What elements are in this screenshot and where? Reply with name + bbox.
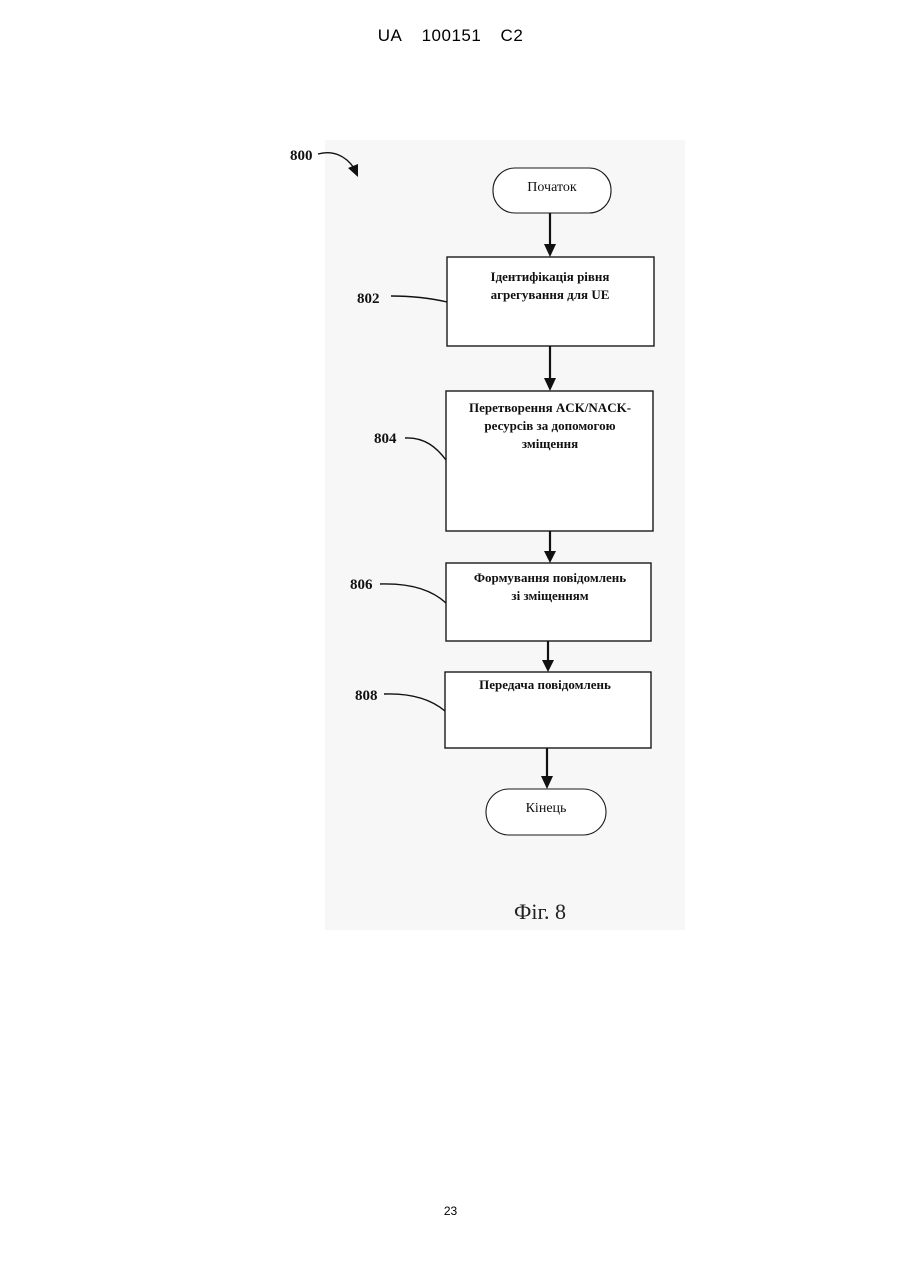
step-804-line-3: зміщення (522, 436, 578, 451)
step-804-line-2: ресурсів за допомогою (484, 418, 615, 433)
step-808-line-1: Передача повідомлень (479, 677, 611, 692)
ref-800: 800 (290, 148, 313, 164)
start-label: Початок (527, 180, 577, 195)
step-802-line-2: агрегування для UE (491, 287, 610, 302)
ref-808: 808 (355, 688, 378, 704)
ref-802: 802 (357, 291, 380, 307)
step-806-line-1: Формування повідомлень (474, 570, 626, 585)
ref-804: 804 (374, 431, 397, 447)
step-806-line-2: зі зміщенням (511, 588, 588, 603)
figure-caption: Фіг. 8 (514, 899, 566, 924)
step-804-line-1: Перетворення ACK/NACK- (469, 400, 631, 415)
end-label: Кінець (526, 801, 567, 816)
step-802-line-1: Ідентифікація рівня (491, 269, 610, 284)
page-number: 23 (0, 1204, 901, 1218)
ref-806: 806 (350, 577, 373, 593)
